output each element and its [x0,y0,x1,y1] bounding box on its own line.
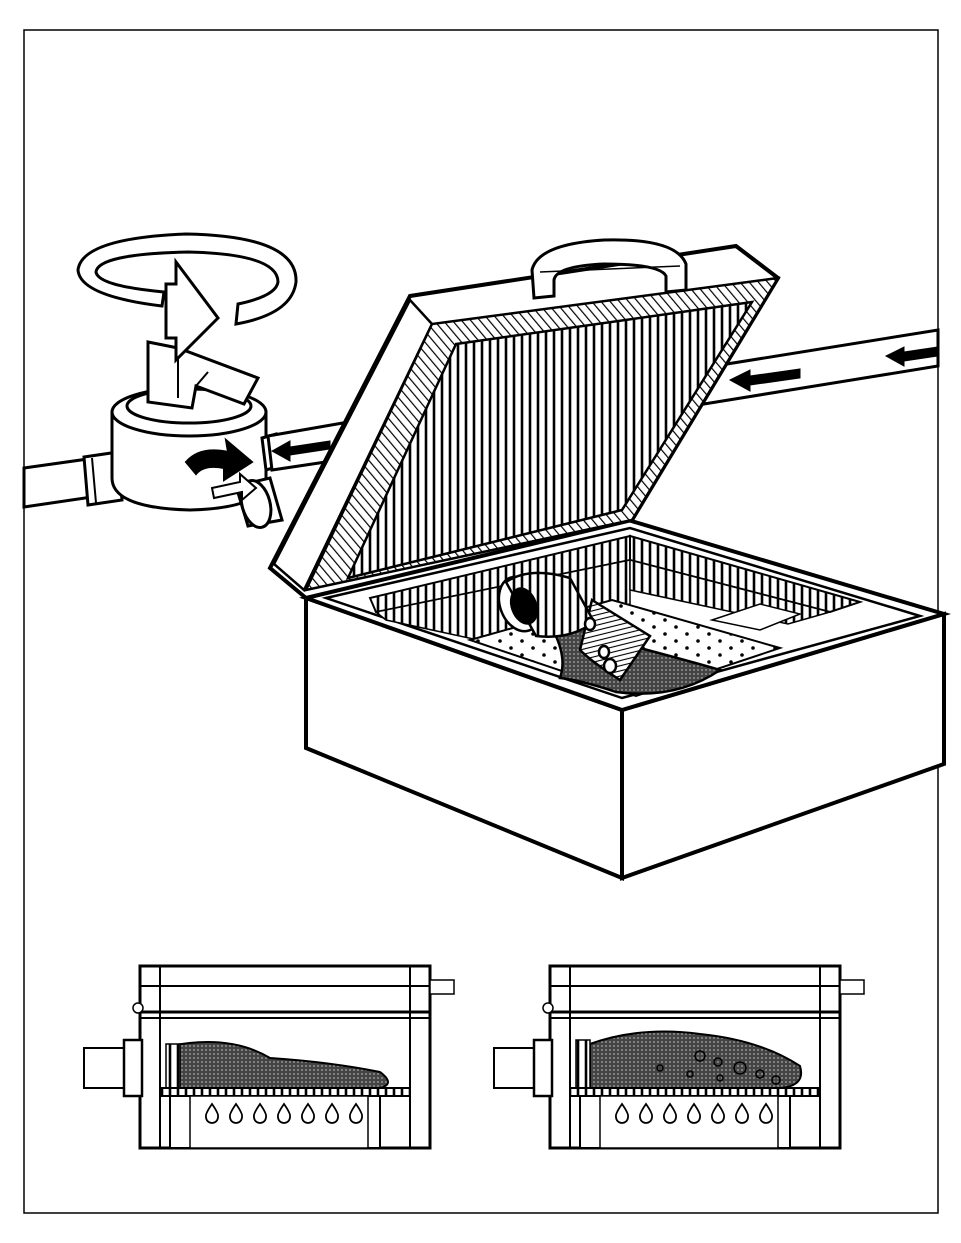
drop-icon [734,1102,750,1124]
rotate-arrow-icon [76,232,298,364]
drop-icon [662,1102,678,1124]
flow-arrow-icon [184,437,258,503]
drip-drops [614,1102,774,1124]
drop-icon [252,1102,268,1124]
valve[interactable] [110,340,284,531]
outlet-pipe [22,457,94,509]
drop-icon [204,1102,220,1124]
drop-icon [348,1102,364,1124]
drop-icon [638,1102,654,1124]
drip-drops [204,1102,364,1124]
filter-bag [589,1030,802,1089]
lid-handle[interactable] [530,238,688,300]
drop-icon [614,1102,630,1124]
flow-arrow-icon [270,346,939,462]
filter-bag [169,1041,389,1089]
cross-section-right [493,964,865,1150]
cross-section-left [83,964,455,1150]
filter-bag [497,571,723,695]
drop-icon [686,1102,702,1124]
drop-icon [758,1102,774,1124]
filter-box-lid[interactable] [267,243,781,601]
drop-icon [300,1102,316,1124]
drop-icon [324,1102,340,1124]
drop-icon [276,1102,292,1124]
drop-icon [710,1102,726,1124]
drop-icon [228,1102,244,1124]
